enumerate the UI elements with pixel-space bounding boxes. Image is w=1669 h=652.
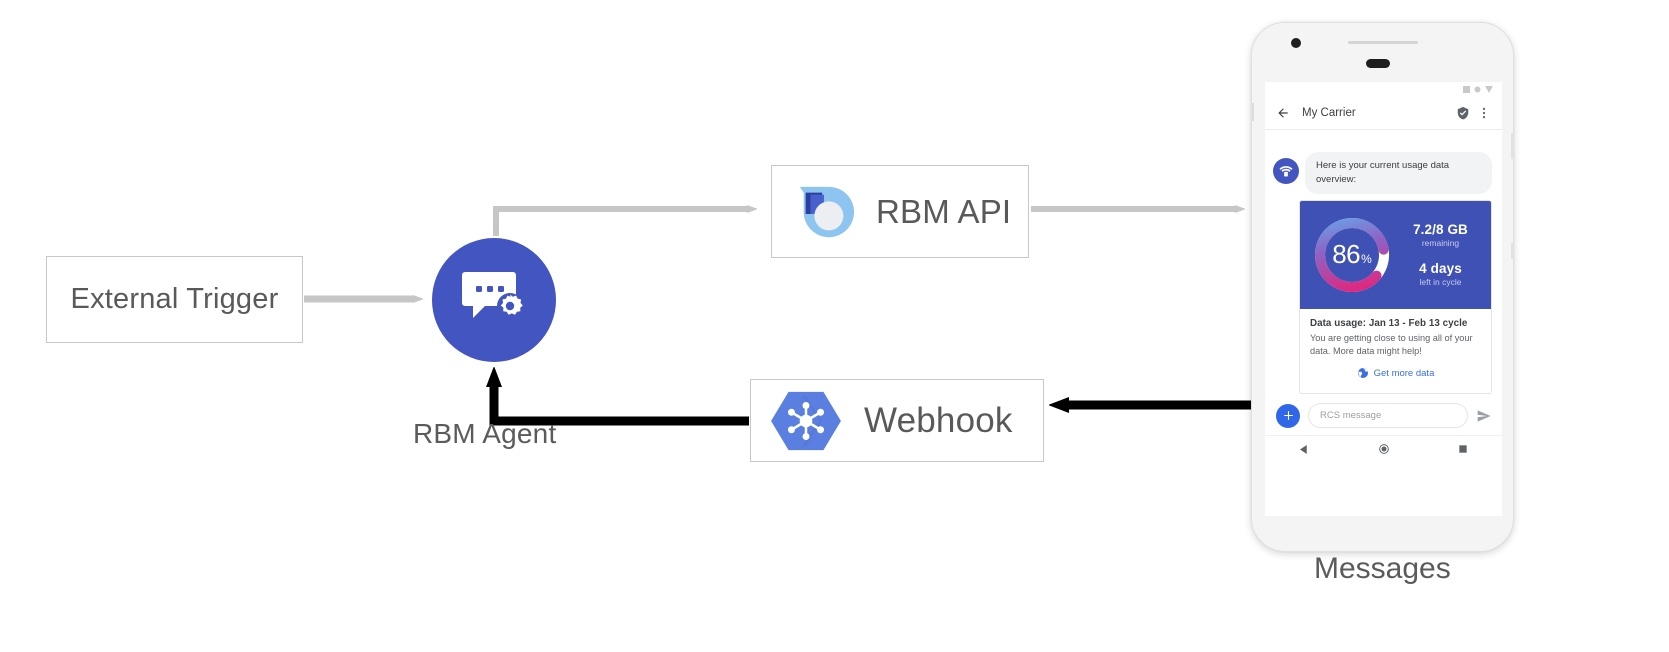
message-row: Here is your current usage data overview… [1265,152,1502,194]
front-camera-icon [1291,38,1301,48]
plus-icon[interactable] [1276,403,1300,428]
composer: RCS message [1265,394,1502,435]
rcs-message-input[interactable]: RCS message [1308,403,1468,429]
stat-data-remaining: 7.2/8 GB remaining [1400,222,1481,248]
phone-screen: My Carrier Here [1265,82,1502,516]
node-external-trigger[interactable]: External Trigger [46,256,303,343]
rbm-logo-icon [799,186,855,237]
external-trigger-label: External Trigger [70,283,279,315]
chat-gear-icon [462,272,523,319]
card-description: You are getting close to using all of yo… [1310,332,1473,356]
volume-down-button[interactable] [1511,243,1513,259]
stat-days-left: 4 days left in cycle [1400,261,1481,287]
back-triangle-icon[interactable] [1300,444,1309,454]
stat-primary: 7.2/8 GB [1413,222,1468,238]
verified-shield-icon [1457,106,1469,119]
globe-icon [1357,368,1368,379]
gauge-percent-value: 86 [1332,239,1361,270]
usage-gauge-chart: 86 % [1310,213,1394,297]
home-circle-icon[interactable] [1379,444,1389,455]
app-bar: My Carrier [1265,96,1502,130]
gauge-center-text: 86 % [1310,213,1394,297]
connector-webhook-to-agent [494,386,749,426]
carrier-wifi-avatar-icon [1273,158,1299,184]
suggestion-label: Get more data [1373,367,1435,379]
conversation-area: Here is your current usage data overview… [1265,130,1502,516]
phone-device: My Carrier Here [1251,22,1514,552]
composer-placeholder: RCS message [1320,410,1382,422]
send-icon[interactable] [1476,408,1492,424]
connector-agent-to-api [493,209,748,236]
recents-square-icon[interactable] [1459,445,1467,453]
node-rbm-agent[interactable] [432,238,556,362]
node-webhook[interactable]: Webhook [750,379,1044,462]
rich-card[interactable]: 86 % 7.2/8 GB remaining 4 days left in c… [1299,199,1492,395]
back-arrow-icon[interactable] [1276,106,1290,120]
node-rbm-api[interactable]: RBM API [771,165,1029,258]
webhook-hexagon-icon [771,391,841,450]
volume-up-button[interactable] [1511,133,1513,159]
webhook-label: Webhook [864,400,1013,440]
signal-icon [1463,85,1470,93]
rbm-agent-caption: RBM Agent [413,418,557,449]
wifi-icon [1474,86,1481,92]
sensor-pill [1366,59,1390,68]
power-button[interactable] [1252,103,1254,121]
conversation-title: My Carrier [1302,106,1356,119]
card-title: Data usage: Jan 13 - Feb 13 cycle [1310,317,1468,329]
android-nav-bar [1265,435,1502,462]
rbm-api-label: RBM API [876,192,1012,230]
messages-caption: Messages [1314,552,1451,585]
earpiece-speaker [1348,41,1418,44]
gauge-percent-symbol: % [1361,251,1372,266]
stat-secondary: remaining [1421,238,1460,249]
incoming-message-bubble: Here is your current usage data overview… [1305,152,1492,194]
status-bar [1265,82,1502,96]
card-media: 86 % 7.2/8 GB remaining 4 days left in c… [1300,200,1491,309]
stat-secondary: left in cycle [1419,277,1462,288]
suggestion-chip-get-more-data[interactable]: Get more data [1310,358,1481,387]
card-body: Data usage: Jan 13 - Feb 13 cycle You ar… [1300,309,1491,394]
card-stats: 7.2/8 GB remaining 4 days left in cycle [1400,222,1481,287]
stat-primary: 4 days [1419,261,1462,277]
battery-icon [1485,85,1493,93]
phone-top-bezel [1252,23,1513,82]
more-vert-icon[interactable] [1477,106,1491,120]
